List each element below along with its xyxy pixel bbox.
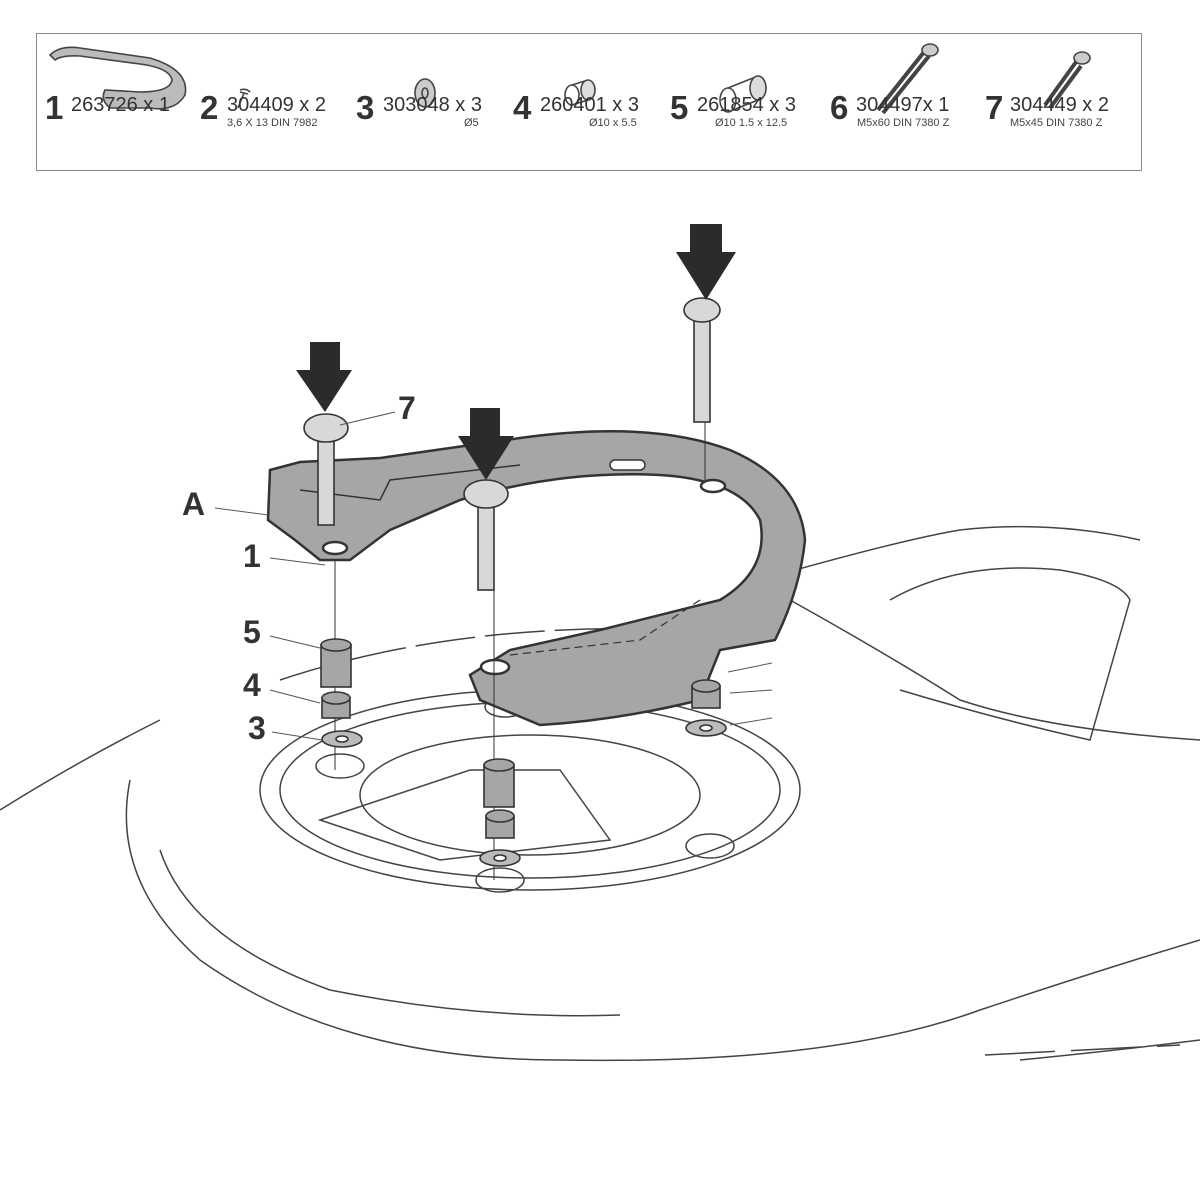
callout-3: 3	[248, 710, 266, 746]
part-7-bolt-thumbnail	[1043, 51, 1091, 110]
callout-4: 4	[243, 667, 261, 703]
part-code: 303048 x 3	[383, 94, 482, 116]
tank-ring-bracket	[266, 430, 807, 727]
down-arrow-icon	[676, 224, 736, 300]
part-number: 2	[200, 89, 219, 126]
part-number: 5	[670, 89, 689, 126]
spacers-washers	[320, 638, 727, 867]
part-number: 4	[513, 89, 532, 126]
callout-1: 1	[243, 538, 261, 574]
callout-7: 7	[398, 390, 416, 426]
down-arrow-icon	[296, 342, 352, 412]
part-spec: M5x45 DIN 7380 Z	[1010, 117, 1103, 129]
part-code: 260401 x 3	[540, 94, 639, 116]
part-2-screw-thumbnail	[237, 88, 251, 109]
part-spec: 3,6 X 13 DIN 7982	[227, 117, 318, 129]
part-number: 3	[356, 89, 375, 126]
tank-outline	[0, 525, 1200, 1062]
part-code: 304409 x 2	[227, 94, 326, 116]
bolts	[303, 297, 721, 591]
down-arrow-icon	[458, 408, 514, 480]
part-1-ring-thumbnail	[48, 46, 187, 110]
part-code: 304497x 1	[856, 94, 950, 116]
callout-a: A	[182, 486, 206, 522]
part-3-washer-thumbnail	[414, 78, 436, 108]
part-number: 1	[45, 89, 64, 126]
part-spec: Ø10 1.5 x 12.5	[715, 117, 788, 129]
callout-5: 5	[243, 614, 261, 650]
insert-arrows	[296, 224, 736, 480]
leader-lines	[214, 411, 773, 741]
parts-list-panel	[36, 33, 1142, 171]
part-code: 261854 x 3	[697, 94, 796, 116]
part-spec: Ø10 x 5.5	[589, 117, 637, 129]
part-spec: M5x60 DIN 7380 Z	[857, 117, 950, 129]
part-6-bolt-thumbnail	[876, 43, 939, 115]
part-number: 7	[985, 89, 1004, 126]
part-5-spacer-thumbnail	[719, 75, 767, 113]
part-code: 263726 x 1	[71, 94, 170, 116]
part-number: 6	[830, 89, 849, 126]
part-spec: Ø5	[464, 117, 479, 129]
part-code: 304449 x 2	[1010, 94, 1109, 116]
part-4-spacer-thumbnail	[564, 79, 596, 106]
